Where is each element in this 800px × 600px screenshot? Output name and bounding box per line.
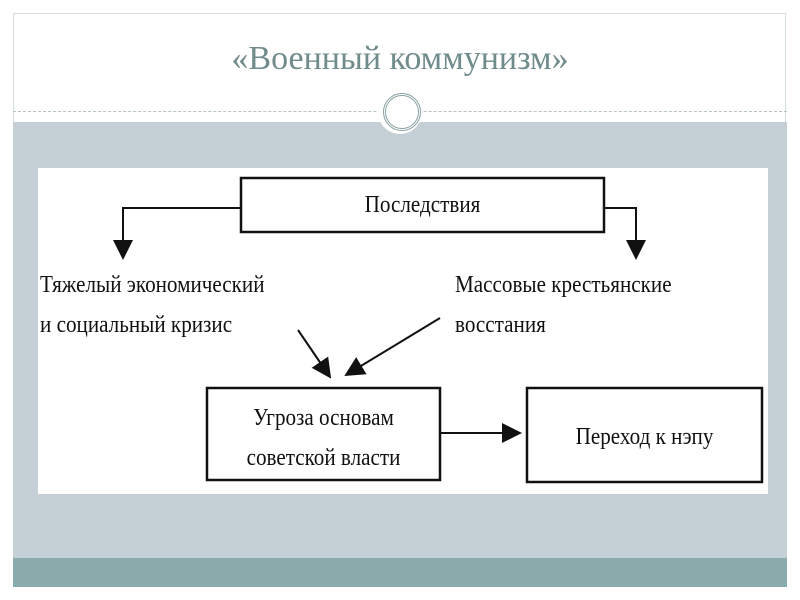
- arrow-left-branch: [113, 207, 241, 260]
- nep-label: Переход к нэпу: [575, 424, 714, 450]
- circle-ornament-icon: [383, 93, 421, 131]
- box-nep: [525, 386, 764, 484]
- threat-line-1: Угроза основам: [253, 405, 394, 431]
- uprising-line-1: Массовые крестьянские: [455, 272, 672, 298]
- arrow-uprising-to-threat: [344, 317, 441, 377]
- threat-line-2: советской власти: [246, 445, 401, 471]
- uprising-line-2: восстания: [455, 312, 546, 338]
- consequences-label: Последствия: [364, 192, 481, 218]
- arrow-right-branch: [604, 207, 646, 260]
- diagram-image: [38, 168, 768, 494]
- slide-title: «Военный коммунизм»: [231, 40, 569, 77]
- crisis-line-1: Тяжелый экономический: [40, 272, 265, 298]
- footer-band: [13, 558, 787, 587]
- arrow-crisis-to-threat: [297, 329, 332, 379]
- crisis-line-2: и социальный кризис: [40, 312, 233, 338]
- box-consequences: [239, 176, 606, 234]
